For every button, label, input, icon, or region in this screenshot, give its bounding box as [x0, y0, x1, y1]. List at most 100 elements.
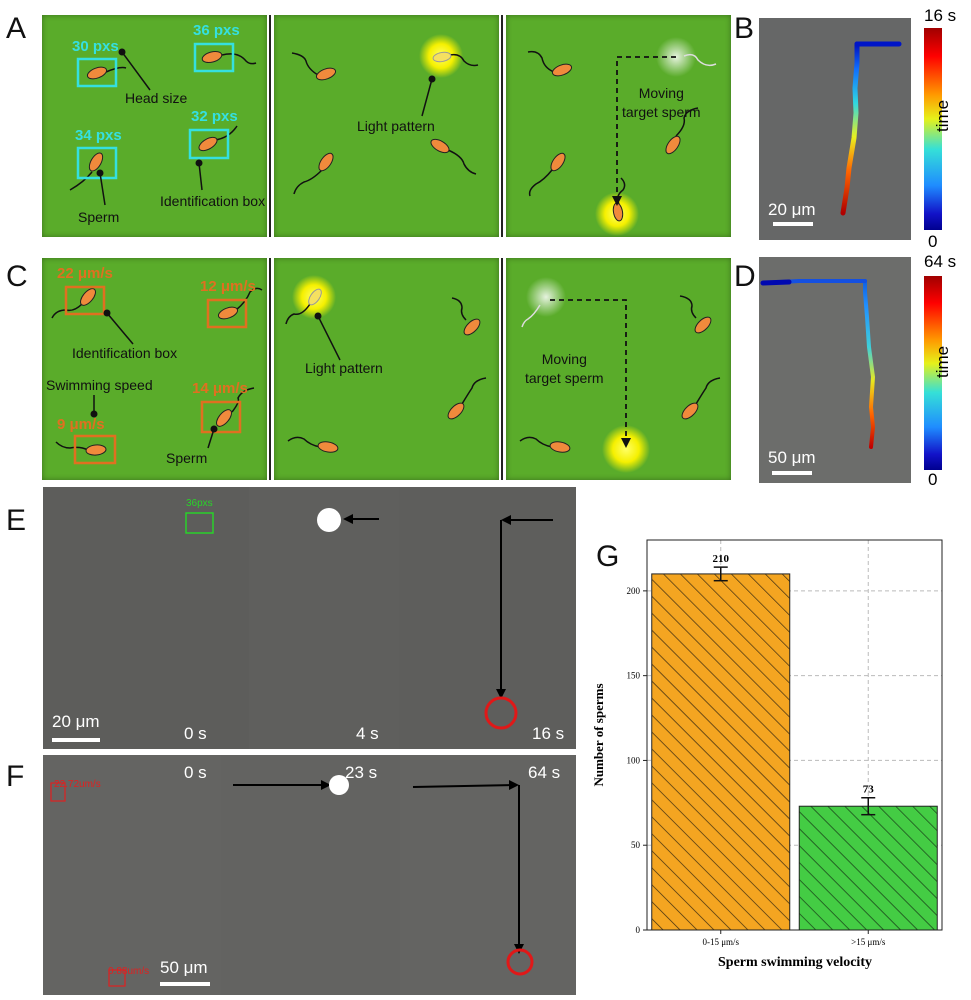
panel-f-time-3: 64 s: [528, 763, 561, 782]
panel-e-scale-bar: [52, 738, 100, 742]
panel-f-time-2: 23 s: [345, 763, 378, 782]
panel-f-drawing: [50, 775, 534, 987]
data-label: 73: [863, 784, 875, 796]
sperm-icon: [451, 297, 481, 336]
panel-a-divider-1: [269, 15, 271, 237]
sperm-icon: [679, 295, 712, 334]
panel-a-drawing: [69, 34, 717, 236]
panel-f-scale-label: 50 μm: [160, 958, 208, 977]
moving-target-label-c: Moving target sperm: [525, 351, 604, 386]
panel-e-scale-label: 20 μm: [52, 712, 100, 731]
sperm-icon: [447, 377, 487, 420]
bar: [651, 573, 791, 931]
sperm-icon: [528, 152, 566, 197]
head-size-label: Head size: [125, 90, 188, 106]
plot-frame: [646, 539, 943, 931]
panel-f-scale-bar: [160, 982, 210, 986]
panel-e-drawing: [185, 508, 553, 730]
head-size-30: 30 pxs: [72, 38, 119, 55]
panel-e-time-3: 16 s: [532, 724, 565, 743]
sperm-icon: [430, 138, 477, 175]
panel-label-b: B: [734, 12, 755, 45]
speed-14: 14 μm/s: [192, 380, 248, 397]
head-size-32: 32 pxs: [191, 108, 238, 125]
panel-f-image-1: [43, 755, 221, 995]
panel-c-drawing: [51, 275, 721, 473]
sperm-label: Sperm: [78, 209, 120, 225]
panel-e-time-2: 4 s: [356, 724, 379, 743]
y-tick-label: 100: [627, 755, 641, 765]
y-tick-label: 200: [627, 586, 641, 596]
panel-e-image-1: [43, 487, 249, 749]
panel-f-box-label-1: 22.72um/s: [54, 779, 101, 790]
sperm-icon: [55, 441, 107, 456]
head-size-34: 34 pxs: [75, 127, 122, 144]
swimming-speed-label: Swimming speed: [46, 377, 153, 393]
panel-label-a: A: [6, 12, 27, 45]
sperm-icon: [86, 66, 127, 80]
panel-b-colorbar: [924, 28, 942, 230]
panel-d-scale-bar: [772, 471, 812, 475]
sperm-icon: [527, 50, 573, 77]
panel-e-time-1: 0 s: [184, 724, 207, 743]
identification-box-label: Identification box: [160, 193, 266, 209]
x-tick-label: 0-15 μm/s: [702, 937, 739, 947]
moving-target-label: Moving target sperm: [622, 85, 701, 120]
panel-a-divider-2: [501, 15, 503, 237]
sperm-label-c: Sperm: [166, 450, 208, 466]
sperm-icon: [287, 436, 339, 453]
sperm-icon: [681, 377, 721, 420]
panel-c-divider-1: [269, 258, 271, 480]
panel-a-frame-1: [42, 15, 267, 237]
sperm-icon: [665, 107, 699, 155]
panel-b-trajectory: [840, 41, 902, 216]
panel-f-image-3: [400, 755, 576, 995]
panel-f-box-label-2: 0.88um/s: [108, 966, 150, 977]
panel-d-trajectory: [760, 279, 876, 449]
panel-d-image: [759, 257, 911, 483]
panel-label-g: G: [596, 540, 620, 573]
panel-b-scale-bar: [773, 222, 813, 226]
y-tick-label: 50: [631, 840, 641, 850]
light-pattern-label: Light pattern: [357, 118, 435, 134]
panel-d-colorbar: [924, 276, 942, 470]
sperm-icon: [519, 436, 571, 453]
panel-b-time-label: time: [933, 99, 952, 132]
panel-label-f: F: [6, 760, 25, 793]
panel-d-time-max: 64 s: [924, 252, 957, 271]
speed-9: 9 μm/s: [57, 416, 105, 433]
panel-label-c: C: [6, 260, 28, 293]
sperm-icon: [291, 52, 337, 81]
panel-b-scale-label: 20 μm: [768, 200, 816, 219]
head-size-36: 36 pxs: [193, 22, 240, 39]
panel-c-divider-2: [501, 258, 503, 480]
panel-label-e: E: [6, 504, 27, 537]
x-axis-label: Sperm swimming velocity: [718, 955, 872, 970]
sperm-icon: [293, 152, 334, 195]
panel-f-image-2: [221, 755, 400, 995]
y-axis-label: Number of sperms: [591, 683, 606, 786]
panel-c-frame-1: [42, 258, 267, 480]
light-pattern-label-c: Light pattern: [305, 360, 383, 376]
panel-d-scale-label: 50 μm: [768, 448, 816, 467]
data-label: 210: [713, 553, 730, 565]
speed-22: 22 μm/s: [57, 265, 113, 282]
panel-label-d: D: [734, 260, 756, 293]
sperm-icon: [69, 152, 104, 191]
identification-box-label-c: Identification box: [72, 345, 178, 361]
panel-f-time-1: 0 s: [184, 763, 207, 782]
sperm-icon: [201, 51, 257, 65]
panel-b-time-min: 0: [928, 232, 938, 251]
panel-d-time-min: 0: [928, 470, 938, 489]
bar: [798, 805, 938, 931]
speed-12: 12 μm/s: [200, 278, 256, 295]
panel-e-box-label: 36pxs: [186, 498, 213, 509]
x-tick-label: >15 μm/s: [851, 937, 886, 947]
panel-b-image: [759, 18, 911, 240]
sperm-icon: [217, 287, 263, 320]
y-tick-label: 0: [636, 925, 641, 935]
sperm-icon: [216, 387, 255, 427]
panel-b-time-max: 16 s: [924, 6, 957, 25]
panel-d-time-label: time: [933, 345, 952, 378]
